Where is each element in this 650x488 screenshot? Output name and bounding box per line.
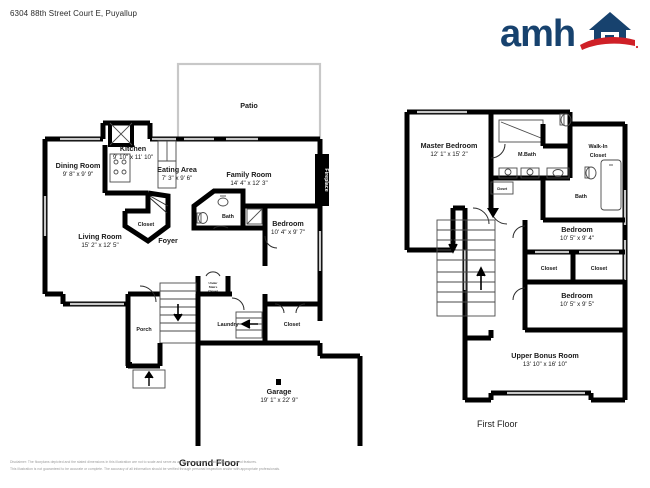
room-label-closet-foyer: Closet (138, 222, 155, 228)
room-dims-bonus: 13' 10" x 16' 10" (523, 361, 567, 368)
closets-between-bedrooms: Closet Closet (522, 250, 625, 285)
room-label-patio: Patio (240, 101, 258, 110)
svg-text:Under: Under (209, 281, 219, 285)
room-label-bedroom-lower: Bedroom (561, 291, 593, 300)
room-label-bath-first: Bath (575, 194, 587, 200)
amh-wordmark: amh (500, 13, 576, 54)
room-upper-bonus: Upper Bonus Room 13' 10" x 16' 10" (465, 330, 579, 368)
stairs-ground (139, 282, 197, 344)
room-dims-master: 12' 1" x 15' 2" (430, 151, 467, 158)
room-bedroom-upper: Bedroom 10' 5" x 9' 4" (512, 220, 625, 255)
amh-logo: amh (492, 8, 642, 54)
stairs-first-floor (436, 219, 496, 317)
room-dims-bedroom-upper: 10' 5" x 9' 4" (560, 235, 594, 242)
disclaimer-line-2: This illustration is not guaranteed to b… (10, 466, 281, 471)
swoosh-icon (580, 37, 635, 50)
ground-floor-plan: .w { stroke:#000; stroke-width:5; fill:n… (0, 46, 400, 446)
room-dims-living: 15' 2" x 12' 5" (81, 242, 118, 249)
room-closet-foyer: Closet (122, 190, 171, 245)
disclaimer-line-1: Disclaimer: The floorplans depicted and … (10, 460, 257, 464)
room-label-master: Master Bedroom (421, 141, 478, 150)
room-label-family: Family Room (226, 170, 271, 179)
room-label-porch: Porch (136, 327, 151, 333)
room-label-bedroom-upper: Bedroom (561, 225, 593, 234)
room-label-living: Living Room (78, 232, 122, 241)
room-label-eating: Eating Area (157, 165, 198, 174)
room-label-closet-left: Closet (541, 266, 558, 272)
room-label-closet-bedroom: Closet (284, 322, 301, 328)
room-closet-bedroom: Closet (265, 301, 320, 346)
room-bath-ground: Bath (191, 188, 268, 231)
room-label-dining: Dining Room (56, 161, 101, 170)
room-walkin-closet: Walk-In Closet (567, 144, 608, 178)
room-label-bonus: Upper Bonus Room (511, 351, 578, 360)
room-dims-kitchen: 9' 10" x 11' 10" (113, 154, 153, 161)
room-closet-small: Closet (490, 181, 514, 195)
room-eating-area: Eating Area 7' 3" x 9' 6" (157, 165, 198, 182)
room-label-kitchen: Kitchen (120, 144, 146, 153)
svg-text:Closet: Closet (208, 289, 217, 293)
first-floor-exterior-walls (404, 109, 628, 403)
room-family: Family Room 14' 4" x 12' 3" (226, 170, 271, 187)
svg-text:Stairs: Stairs (209, 285, 218, 289)
room-label-closet-small: Closet (497, 187, 508, 191)
property-address: 6304 88th Street Court E, Puyallup (10, 9, 138, 18)
room-kitchen: Kitchen 9' 10" x 11' 10" (102, 121, 177, 198)
fireplace: Fireplace (315, 154, 329, 206)
first-floor-caption: First Floor (477, 419, 518, 429)
room-laundry: Laundry (195, 291, 268, 346)
ground-floor-caption: Ground Floor (179, 458, 240, 469)
first-floor-plan: .w { stroke:#000; stroke-width:5; fill:n… (395, 90, 650, 435)
disclaimer: Disclaimer: The floorplans depicted and … (10, 459, 430, 472)
room-dims-bedroom-ground: 10' 4" x 9' 7" (271, 229, 305, 236)
room-dims-eating: 7' 3" x 9' 6" (162, 175, 193, 182)
room-bath-first: Bath (540, 113, 625, 223)
room-label-bath-ground: Bath (222, 214, 234, 220)
room-label-mbath: M.Bath (518, 152, 536, 158)
room-label-foyer: Foyer (158, 236, 178, 245)
room-bedroom-lower: Bedroom 10' 5" x 9' 5" (512, 282, 625, 333)
room-foyer: Foyer (158, 236, 178, 245)
room-dims-bedroom-lower: 10' 5" x 9' 5" (560, 301, 594, 308)
room-label-fireplace: Fireplace (323, 168, 329, 191)
room-porch: Porch (125, 294, 166, 389)
svg-text:amh: amh (500, 13, 575, 54)
room-label-closet-right: Closet (591, 266, 608, 272)
room-label-walkin-2: Closet (590, 153, 607, 159)
room-bedroom-ground: Bedroom 10' 4" x 9' 7" (262, 203, 320, 266)
room-dims-family: 14' 4" x 12' 3" (230, 180, 267, 187)
stairs-side (235, 311, 263, 339)
room-label-walkin-1: Walk-In (589, 144, 608, 150)
room-living: Living Room 15' 2" x 12' 5" (78, 232, 122, 249)
room-label-bedroom-ground: Bedroom (272, 219, 304, 228)
room-under-stairs-closet: Under Stairs Closet (195, 271, 231, 297)
room-dims-dining: 9' 8" x 9' 9" (63, 171, 94, 178)
room-dims-garage: 19' 1" x 22' 9" (260, 397, 297, 404)
room-label-laundry: Laundry (217, 322, 238, 328)
room-patio: Patio (176, 62, 322, 141)
room-master-bath: M.Bath Closet (488, 119, 573, 195)
room-garage: Garage 19' 1" x 22' 9" (195, 343, 363, 446)
room-label-garage: Garage (267, 387, 292, 396)
room-dining: Dining Room 9' 8" x 9' 9" (56, 161, 101, 178)
